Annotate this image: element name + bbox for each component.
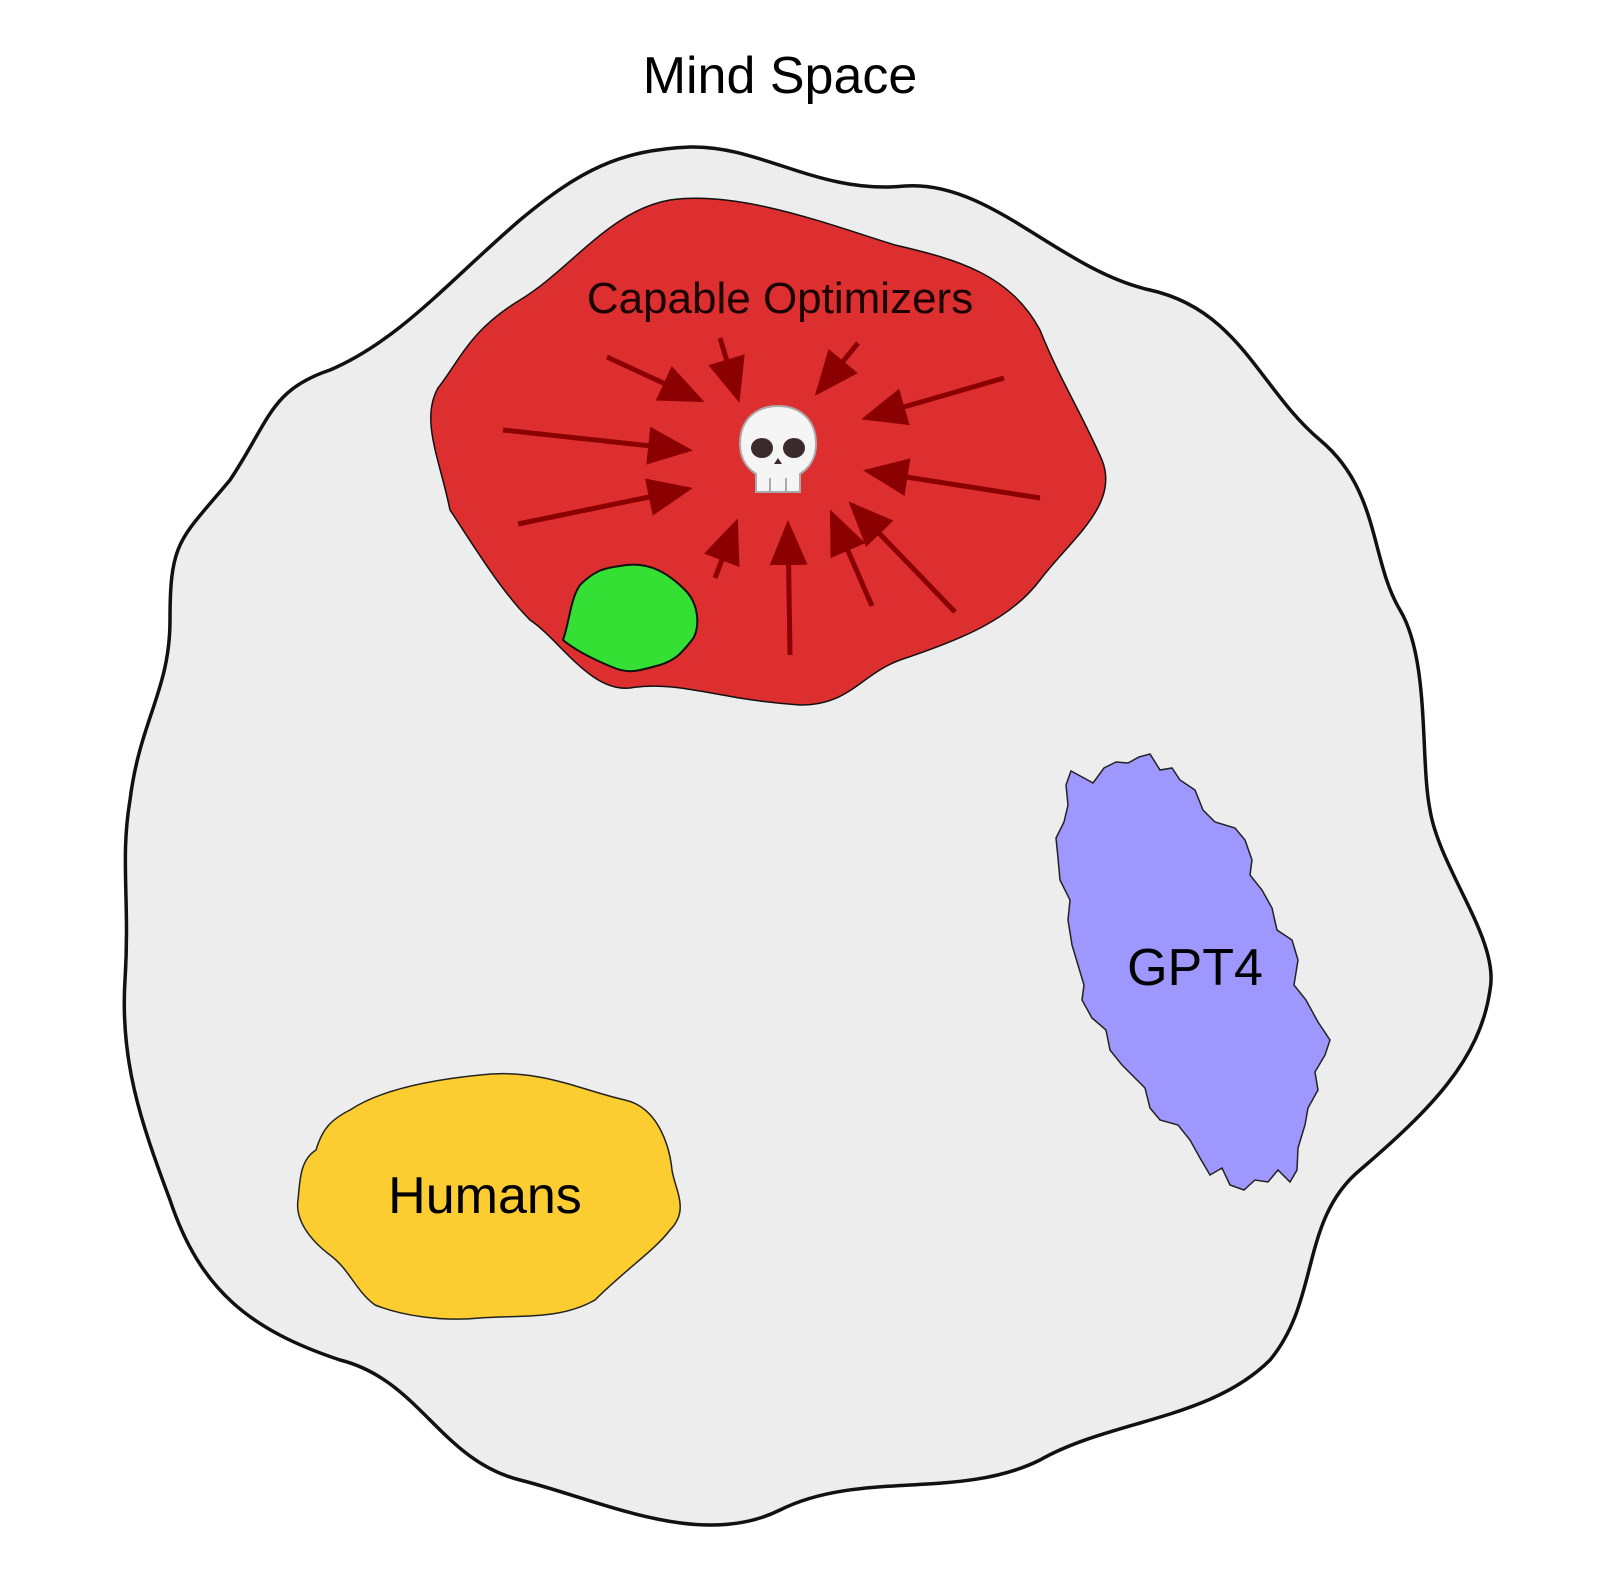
arrow xyxy=(814,341,860,396)
convergence-arrows xyxy=(502,337,1041,656)
arrow xyxy=(605,354,705,403)
arrow xyxy=(517,478,693,527)
diagram-title: Mind Space xyxy=(643,47,918,105)
aligned-region xyxy=(561,563,699,673)
gpt4-region xyxy=(1055,753,1331,1191)
capable-optimizers-label: Capable Optimizers xyxy=(587,274,973,323)
humans-region xyxy=(296,1072,681,1320)
arrow xyxy=(502,426,693,465)
arrow xyxy=(861,375,1005,426)
humans-label: Humans xyxy=(388,1167,582,1225)
arrow xyxy=(829,509,875,607)
arrow xyxy=(848,501,957,614)
arrow xyxy=(708,337,745,403)
arrow xyxy=(863,458,1041,501)
arrow xyxy=(703,518,740,579)
gpt4-label: GPT4 xyxy=(1127,939,1263,997)
skull-icon xyxy=(738,404,818,493)
arrow xyxy=(769,520,808,656)
